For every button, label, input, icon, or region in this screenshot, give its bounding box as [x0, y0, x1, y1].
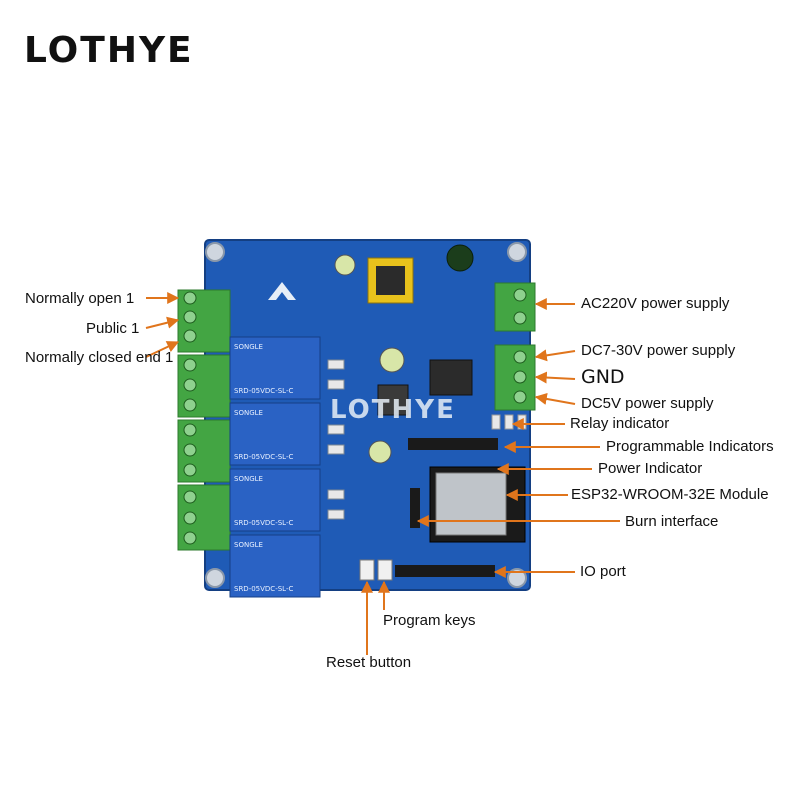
program-key — [359, 559, 375, 581]
label-ac-power: AC220V power supply — [581, 295, 730, 312]
mount-hole — [507, 568, 527, 588]
capacitor — [368, 440, 392, 464]
label-relay-indicator: Relay indicator — [570, 415, 670, 432]
voltage-regulator — [429, 359, 473, 396]
label-public: Public 1 — [86, 320, 140, 337]
capacitor — [334, 254, 356, 276]
board-logo-icon — [268, 282, 296, 300]
relay-label-3: SRD-05VDC-SL-C — [234, 519, 293, 527]
label-esp-module: ESP32-WROOM-32E Module — [571, 486, 769, 503]
relay-brand-4: SONGLE — [234, 541, 263, 549]
label-normally-closed: Normally closed end 1 — [25, 349, 174, 366]
relay-label-2: SRD-05VDC-SL-C — [234, 453, 293, 461]
label-power-indicator: Power Indicator — [598, 460, 703, 477]
label-normally-open: Normally open 1 — [25, 290, 135, 307]
relay-label-4: SRD-05VDC-SL-C — [234, 585, 293, 593]
mount-hole — [205, 568, 225, 588]
label-dc-power: DC7-30V power supply — [581, 342, 736, 359]
label-programmable-indicators: Programmable Indicators — [606, 438, 774, 455]
label-io-port: IO port — [580, 563, 626, 580]
io-port — [395, 565, 495, 577]
reset-key — [377, 559, 393, 581]
label-program-keys: Program keys — [383, 612, 476, 629]
ac-terminal — [494, 282, 536, 332]
inductor — [377, 384, 409, 416]
label-burn-interface: Burn interface — [625, 513, 719, 530]
burn-interface — [410, 488, 420, 528]
capacitor — [446, 244, 474, 272]
header-row — [408, 438, 498, 450]
mount-hole — [507, 242, 527, 262]
mount-hole — [205, 242, 225, 262]
relay-terminal-blocks — [177, 289, 231, 551]
relay-label-1: SRD-05VDC-SL-C — [234, 387, 293, 395]
relay-brand-3: SONGLE — [234, 475, 263, 483]
label-gnd: GND — [581, 366, 625, 388]
label-reset-button: Reset button — [326, 654, 412, 671]
relay-brand-1: SONGLE — [234, 343, 263, 351]
relays — [229, 336, 321, 598]
capacitor — [379, 347, 405, 373]
relay-brand-2: SONGLE — [234, 409, 263, 417]
label-dc5v: DC5V power supply — [581, 395, 714, 412]
watermark: LOTHYE — [330, 395, 456, 425]
brand-logo: LOTHYE — [24, 30, 194, 71]
